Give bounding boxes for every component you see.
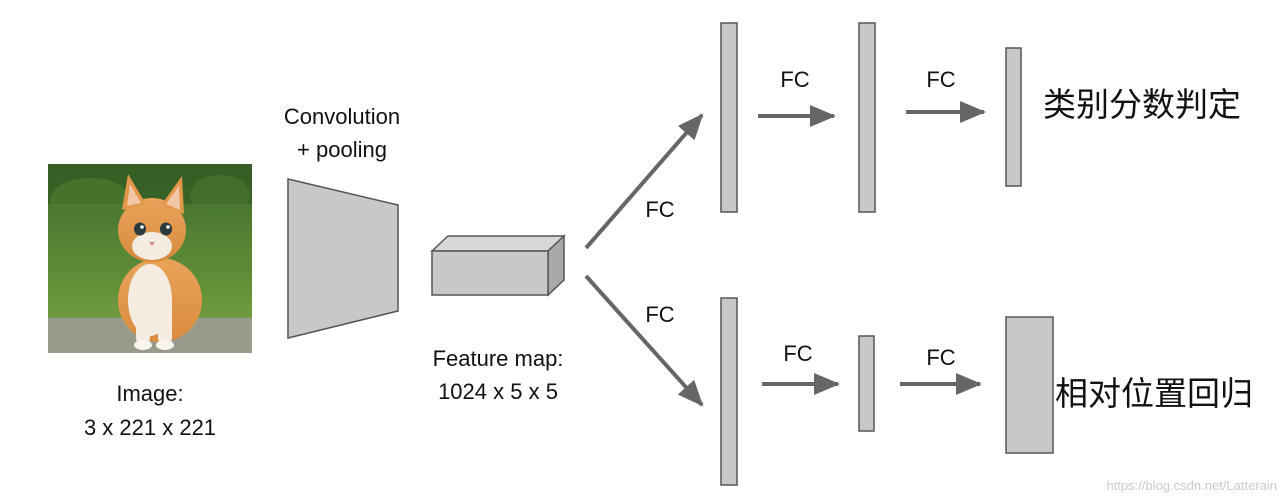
top-fc3-label: FC	[926, 67, 955, 92]
image-label-line2: 3 x 221 x 221	[84, 415, 216, 440]
feature-map-label-line1: Feature map:	[433, 346, 564, 371]
classification-label: 类别分数判定	[1043, 85, 1241, 124]
arrow-to-top-branch	[584, 113, 704, 250]
bottom-fc1-label: FC	[645, 302, 674, 327]
conv-label-line1: Convolution	[284, 104, 400, 129]
conv-label-line2: + pooling	[297, 137, 387, 162]
top-fc-layer-2	[858, 22, 876, 213]
conv-pooling-block	[287, 178, 399, 339]
kitten-photo	[48, 164, 252, 353]
top-fc2-label: FC	[780, 67, 809, 92]
watermark: https://blog.csdn.net/Latterain	[1106, 478, 1277, 493]
top-fc-layer-1	[720, 22, 738, 213]
bottom-fc3-label: FC	[926, 345, 955, 370]
image-label-line1: Image:	[116, 381, 183, 406]
feature-map-block	[430, 234, 566, 297]
bottom-fc-layer-2	[858, 335, 875, 432]
bottom-output-layer	[1005, 316, 1054, 454]
top-fc1-label: FC	[645, 197, 674, 222]
regression-label: 相对位置回归	[1055, 374, 1253, 413]
top-output-layer	[1005, 47, 1022, 187]
bottom-fc-layer-1	[720, 297, 738, 486]
arrow-to-bottom-branch	[584, 274, 704, 407]
bottom-fc2-label: FC	[783, 341, 812, 366]
feature-map-label-line2: 1024 x 5 x 5	[438, 379, 558, 404]
